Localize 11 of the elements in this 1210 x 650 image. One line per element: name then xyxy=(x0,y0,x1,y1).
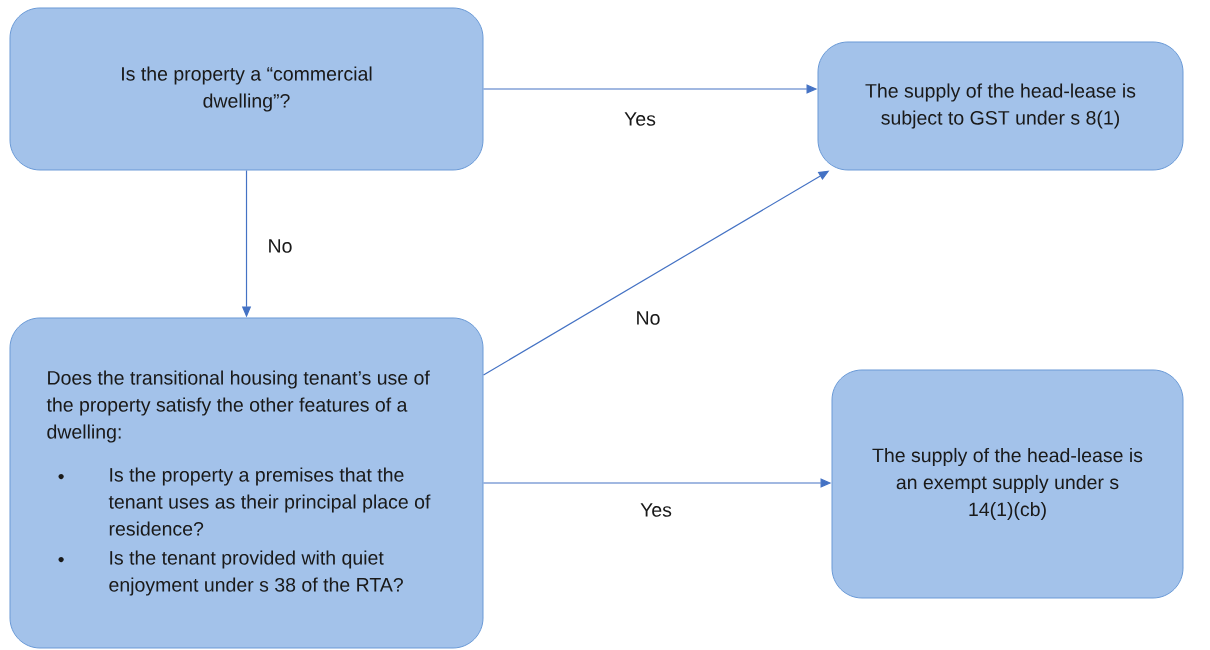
bullet-text: Is the tenant provided with quiet enjoyment under s 38 of the RTA? xyxy=(109,550,403,596)
edge-label: Yes xyxy=(640,503,672,517)
decision-box xyxy=(9,317,484,649)
decision-box: Is the property a “commercial dwelling”? xyxy=(9,7,484,171)
edge-label: Yes xyxy=(624,112,656,126)
bullet-text: Is the property a premises that the tenant uses as their principal place of residence? xyxy=(108,467,431,536)
result-box: The supply of the head-lease is an exempt supply under s 14(1)(cb) xyxy=(831,369,1184,599)
edge-label: No xyxy=(637,311,660,325)
question-text: Does the transitional housing tenant’s use of the property satisfy the other features of a dwelling: xyxy=(46,370,430,443)
edge-label: No xyxy=(269,239,292,253)
result-box: The supply of the head-lease is subject to GST under s 8(1) xyxy=(817,41,1184,171)
